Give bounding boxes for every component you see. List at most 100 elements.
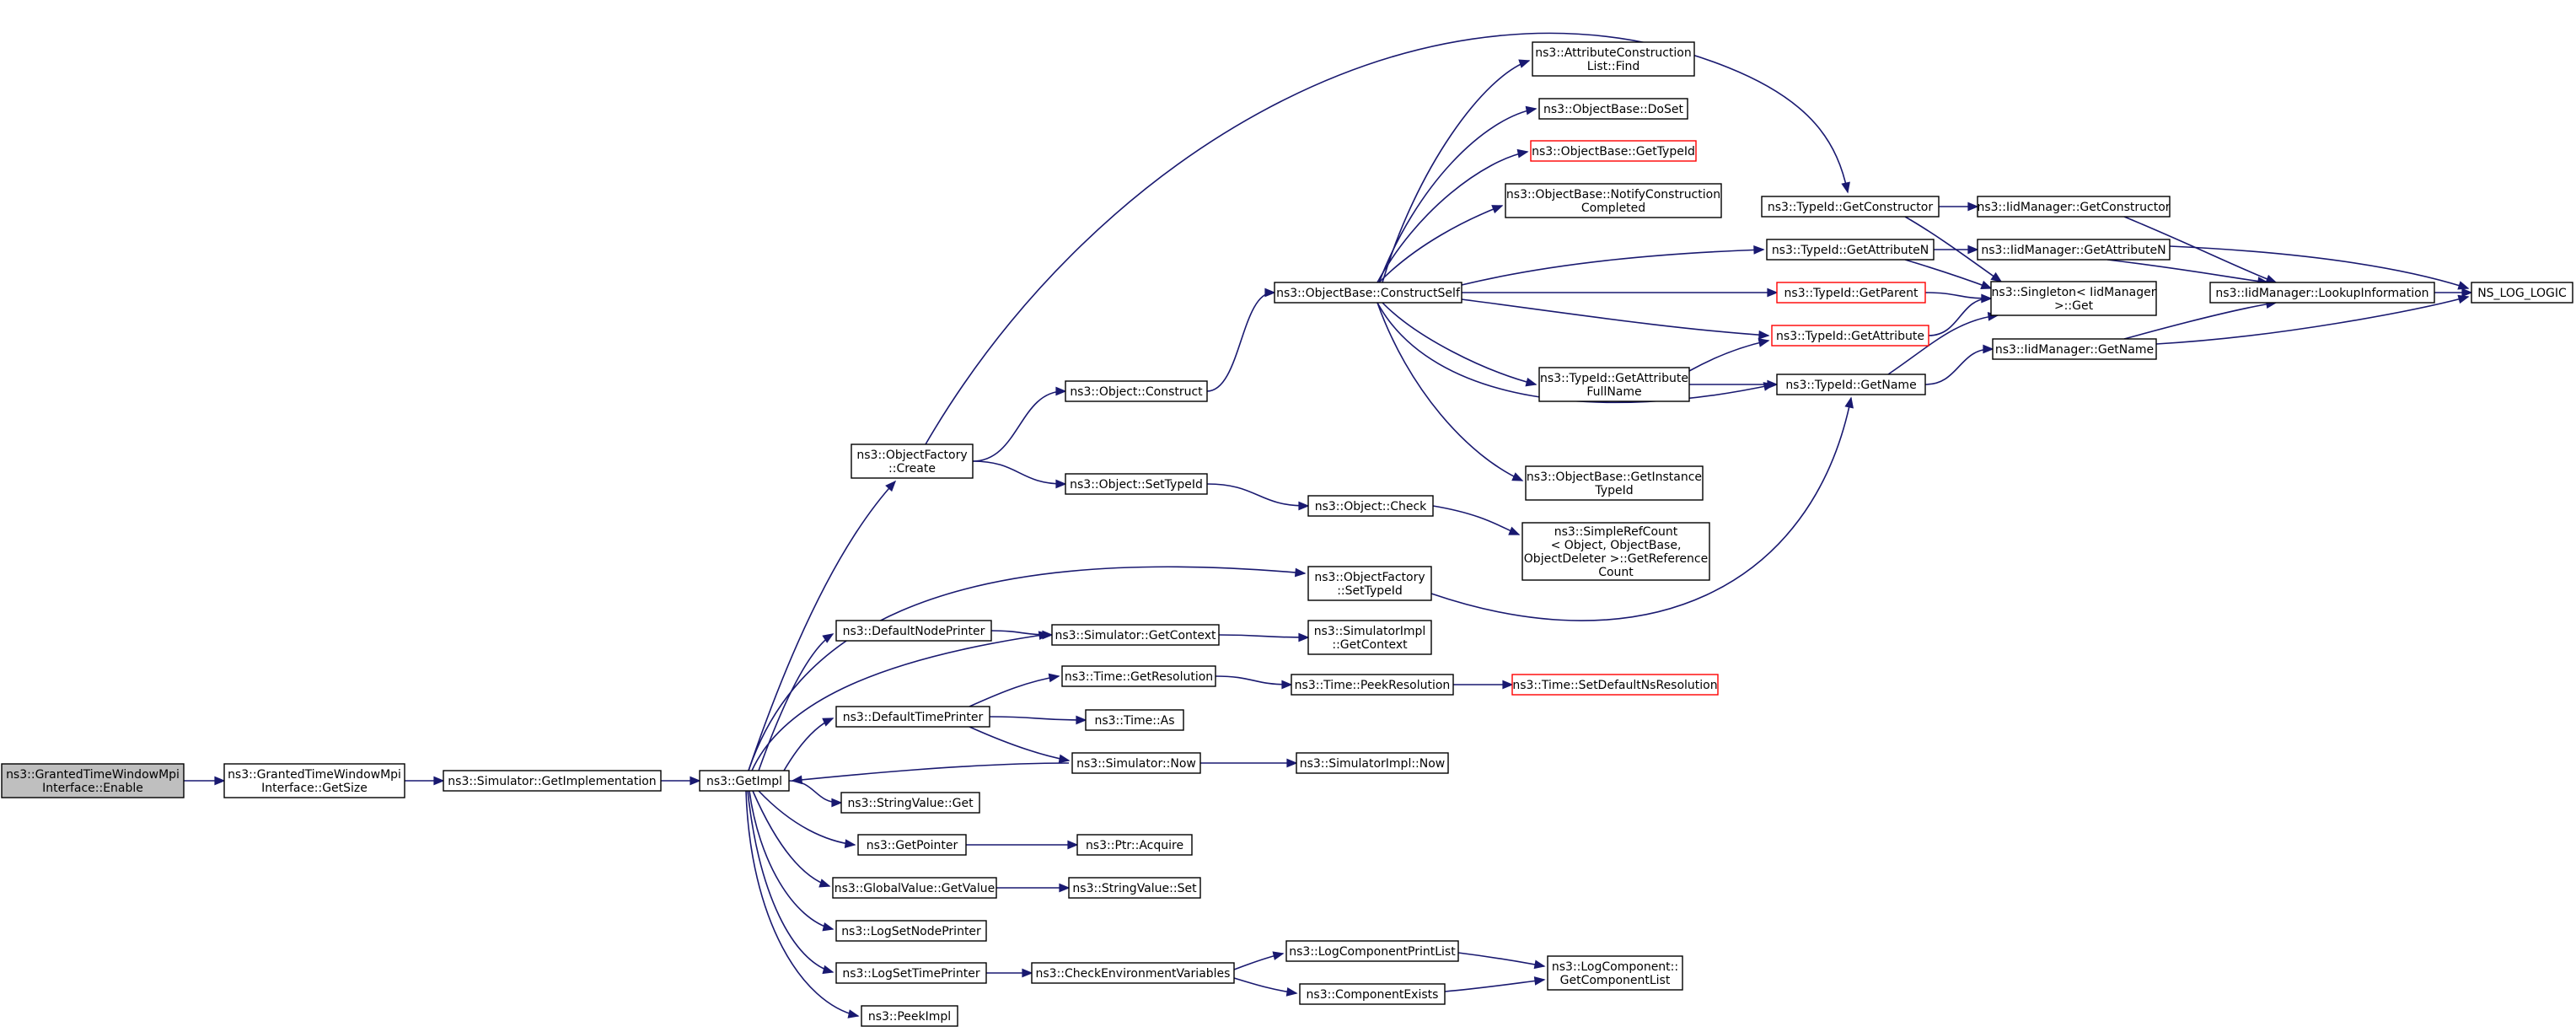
node-iidmanager_lookupinformation[interactable]: ns3::IidManager::LookupInformation bbox=[2209, 282, 2435, 304]
node-logsetnodeprinter[interactable]: ns3::LogSetNodePrinter bbox=[835, 920, 987, 942]
edge-arrowhead bbox=[1294, 567, 1307, 578]
node-label: ::GetContext bbox=[1332, 638, 1408, 652]
edge-arrowhead bbox=[1533, 959, 1546, 970]
edge-objectbase_constructself-to-objectbase_doset bbox=[1378, 108, 1537, 283]
node-checkenvvars[interactable]: ns3::CheckEnvironmentVariables bbox=[1031, 962, 1235, 984]
node-box bbox=[857, 834, 967, 856]
node-object_check[interactable]: ns3::Object::Check bbox=[1307, 495, 1434, 517]
node-objfactory_settypeid[interactable]: ns3::ObjectFactory::SetTypeId bbox=[1307, 566, 1432, 601]
edge-arrowhead bbox=[1525, 377, 1538, 387]
node-simulator_getcontext[interactable]: ns3::Simulator::GetContext bbox=[1051, 624, 1220, 646]
edge-getimpl-to-objfactory_create bbox=[748, 481, 896, 771]
node-box bbox=[835, 920, 987, 942]
node-time_getresolution[interactable]: ns3::Time::GetResolution bbox=[1061, 665, 1216, 687]
node-simplerefcount[interactable]: ns3::SimpleRefCount< Object, ObjectBase,… bbox=[1521, 522, 1710, 581]
node-box bbox=[223, 763, 405, 798]
node-getsize[interactable]: ns3::GrantedTimeWindowMpiInterface::GetS… bbox=[223, 763, 405, 798]
node-typeid_getname[interactable]: ns3::TypeId::GetName bbox=[1776, 374, 1926, 395]
node-time_peekresolution[interactable]: ns3::Time::PeekResolution bbox=[1291, 674, 1454, 696]
node-logcomponentprintlist[interactable]: ns3::LogComponentPrintList bbox=[1285, 940, 1459, 962]
node-globalvalue_getvalue[interactable]: ns3::GlobalValue::GetValue bbox=[832, 877, 997, 899]
edge-arrowhead bbox=[1059, 883, 1071, 893]
edge-arrowhead bbox=[1981, 293, 1993, 304]
node-time_as[interactable]: ns3::Time::As bbox=[1085, 709, 1184, 731]
edge-objfactory_create-to-object_construct bbox=[972, 390, 1065, 462]
edge-componentexists-to-logcomponent_getcomponentlist bbox=[1444, 979, 1545, 992]
node-label: ns3::GetImpl bbox=[706, 775, 782, 788]
node-simulator_now[interactable]: ns3::Simulator::Now bbox=[1071, 752, 1201, 774]
edge-time_getresolution-to-time_peekresolution bbox=[1215, 675, 1291, 685]
edge-arrowhead bbox=[2457, 281, 2470, 290]
node-label: ns3::ObjectBase::GetInstance bbox=[1527, 470, 1702, 484]
node-objectbase_constructself[interactable]: ns3::ObjectBase::ConstructSelf bbox=[1274, 282, 1462, 304]
node-box bbox=[1771, 325, 1929, 347]
node-label: ns3::IidManager::GetConstructor bbox=[1977, 201, 2170, 214]
node-box bbox=[443, 770, 662, 792]
node-box bbox=[1296, 752, 1449, 774]
node-objfactory_create[interactable]: ns3::ObjectFactory::Create bbox=[851, 443, 974, 479]
edge-getimpl-to-logsettimeprinter bbox=[747, 790, 834, 973]
node-label: ns3::CheckEnvironmentVariables bbox=[1036, 967, 1231, 981]
edge-logcomponentprintlist-to-logcomponent_getcomponentlist bbox=[1457, 952, 1545, 967]
node-label: ns3::StringValue::Get bbox=[847, 797, 974, 810]
edge-arrowhead bbox=[1758, 338, 1770, 347]
node-iidmanager_getname[interactable]: ns3::IidManager::GetName bbox=[1992, 338, 2157, 360]
edge-typeid_getattributefullname-to-typeid_getattribute bbox=[1688, 340, 1769, 372]
node-stringvalue_set[interactable]: ns3::StringValue::Set bbox=[1068, 877, 1201, 899]
node-typeid_getattributen[interactable]: ns3::TypeId::GetAttributeN bbox=[1766, 239, 1935, 261]
node-getimplementation[interactable]: ns3::Simulator::GetImplementation bbox=[443, 770, 662, 792]
edge-objectbase_constructself-to-attrconstructionlist_find bbox=[1382, 60, 1530, 283]
node-iidmanager_getconstructor[interactable]: ns3::IidManager::GetConstructor bbox=[1977, 196, 2171, 218]
node-time_setdefaultnsresolution[interactable]: ns3::Time::SetDefaultNsResolution bbox=[1511, 674, 1719, 696]
node-objectbase_notifyconstruction[interactable]: ns3::ObjectBase::NotifyConstructionCompl… bbox=[1505, 183, 1722, 218]
node-objectbase_gettypeid[interactable]: ns3::ObjectBase::GetTypeId bbox=[1530, 140, 1697, 162]
node-logcomponent_getcomponentlist[interactable]: ns3::LogComponent::GetComponentList bbox=[1547, 955, 1683, 991]
node-logsettimeprinter[interactable]: ns3::LogSetTimePrinter bbox=[835, 962, 987, 984]
node-simimpl_now[interactable]: ns3::SimulatorImpl::Now bbox=[1296, 752, 1449, 774]
node-enable[interactable]: ns3::GrantedTimeWindowMpiInterface::Enab… bbox=[1, 763, 185, 798]
node-label: TypeId bbox=[1594, 484, 1633, 497]
edge-getimpl-to-defaulttimeprinter bbox=[783, 718, 834, 771]
edge-arrowhead bbox=[1753, 245, 1765, 255]
edge-arrowhead bbox=[433, 776, 445, 786]
node-simimpl_getcontext[interactable]: ns3::SimulatorImpl::GetContext bbox=[1307, 620, 1432, 655]
node-typeid_getparent[interactable]: ns3::TypeId::GetParent bbox=[1776, 282, 1926, 304]
node-box bbox=[1530, 140, 1697, 162]
edge-arrowhead bbox=[822, 718, 835, 727]
node-getpointer[interactable]: ns3::GetPointer bbox=[857, 834, 967, 856]
node-object_construct[interactable]: ns3::Object::Construct bbox=[1065, 380, 1208, 402]
node-componentexists[interactable]: ns3::ComponentExists bbox=[1299, 983, 1446, 1005]
node-peekimpl[interactable]: ns3::PeekImpl bbox=[861, 1005, 958, 1027]
node-box bbox=[1051, 624, 1220, 646]
node-objectbase_doset[interactable]: ns3::ObjectBase::DoSet bbox=[1538, 98, 1688, 120]
node-label: ns3::Time::PeekResolution bbox=[1295, 679, 1451, 692]
edge-arrowhead bbox=[2461, 288, 2473, 298]
node-label: ns3::Ptr::Acquire bbox=[1086, 839, 1183, 852]
node-label: ns3::Object::SetTypeId bbox=[1070, 478, 1203, 492]
node-iidmanager_getattributen[interactable]: ns3::IidManager::GetAttributeN bbox=[1977, 239, 2171, 261]
edge-objectbase_constructself-to-objectbase_gettypeid bbox=[1377, 151, 1528, 283]
node-typeid_getconstructor[interactable]: ns3::TypeId::GetConstructor bbox=[1761, 196, 1940, 218]
node-getimpl[interactable]: ns3::GetImpl bbox=[699, 770, 790, 792]
edge-getimpl-to-defaultnodeprinter bbox=[758, 633, 834, 771]
node-defaultnodeprinter[interactable]: ns3::DefaultNodePrinter bbox=[835, 620, 992, 642]
node-stringvalue_get[interactable]: ns3::StringValue::Get bbox=[840, 792, 980, 814]
node-defaulttimeprinter[interactable]: ns3::DefaultTimePrinter bbox=[835, 706, 990, 728]
node-box bbox=[1285, 940, 1459, 962]
edge-objectbase_constructself-to-typeid_getattribute bbox=[1461, 298, 1769, 336]
edge-getimpl-to-simulator_getcontext bbox=[751, 633, 1049, 771]
node-label: ns3::Time::SetDefaultNsResolution bbox=[1512, 679, 1717, 692]
edge-arrowhead bbox=[822, 965, 835, 975]
node-object_settypeid[interactable]: ns3::Object::SetTypeId bbox=[1065, 473, 1208, 495]
node-label: ns3::ObjectFactory bbox=[1314, 571, 1425, 584]
node-typeid_getattribute[interactable]: ns3::TypeId::GetAttribute bbox=[1771, 325, 1929, 347]
node-label: ns3::TypeId::GetConstructor bbox=[1768, 201, 1933, 214]
node-ptr_acquire[interactable]: ns3::Ptr::Acquire bbox=[1076, 834, 1193, 856]
node-ns_log_logic[interactable]: NS_LOG_LOGIC bbox=[2471, 282, 2573, 304]
node-box bbox=[1538, 367, 1690, 402]
node-singleton_get[interactable]: ns3::Singleton< IidManager >::Get bbox=[1990, 281, 2157, 316]
